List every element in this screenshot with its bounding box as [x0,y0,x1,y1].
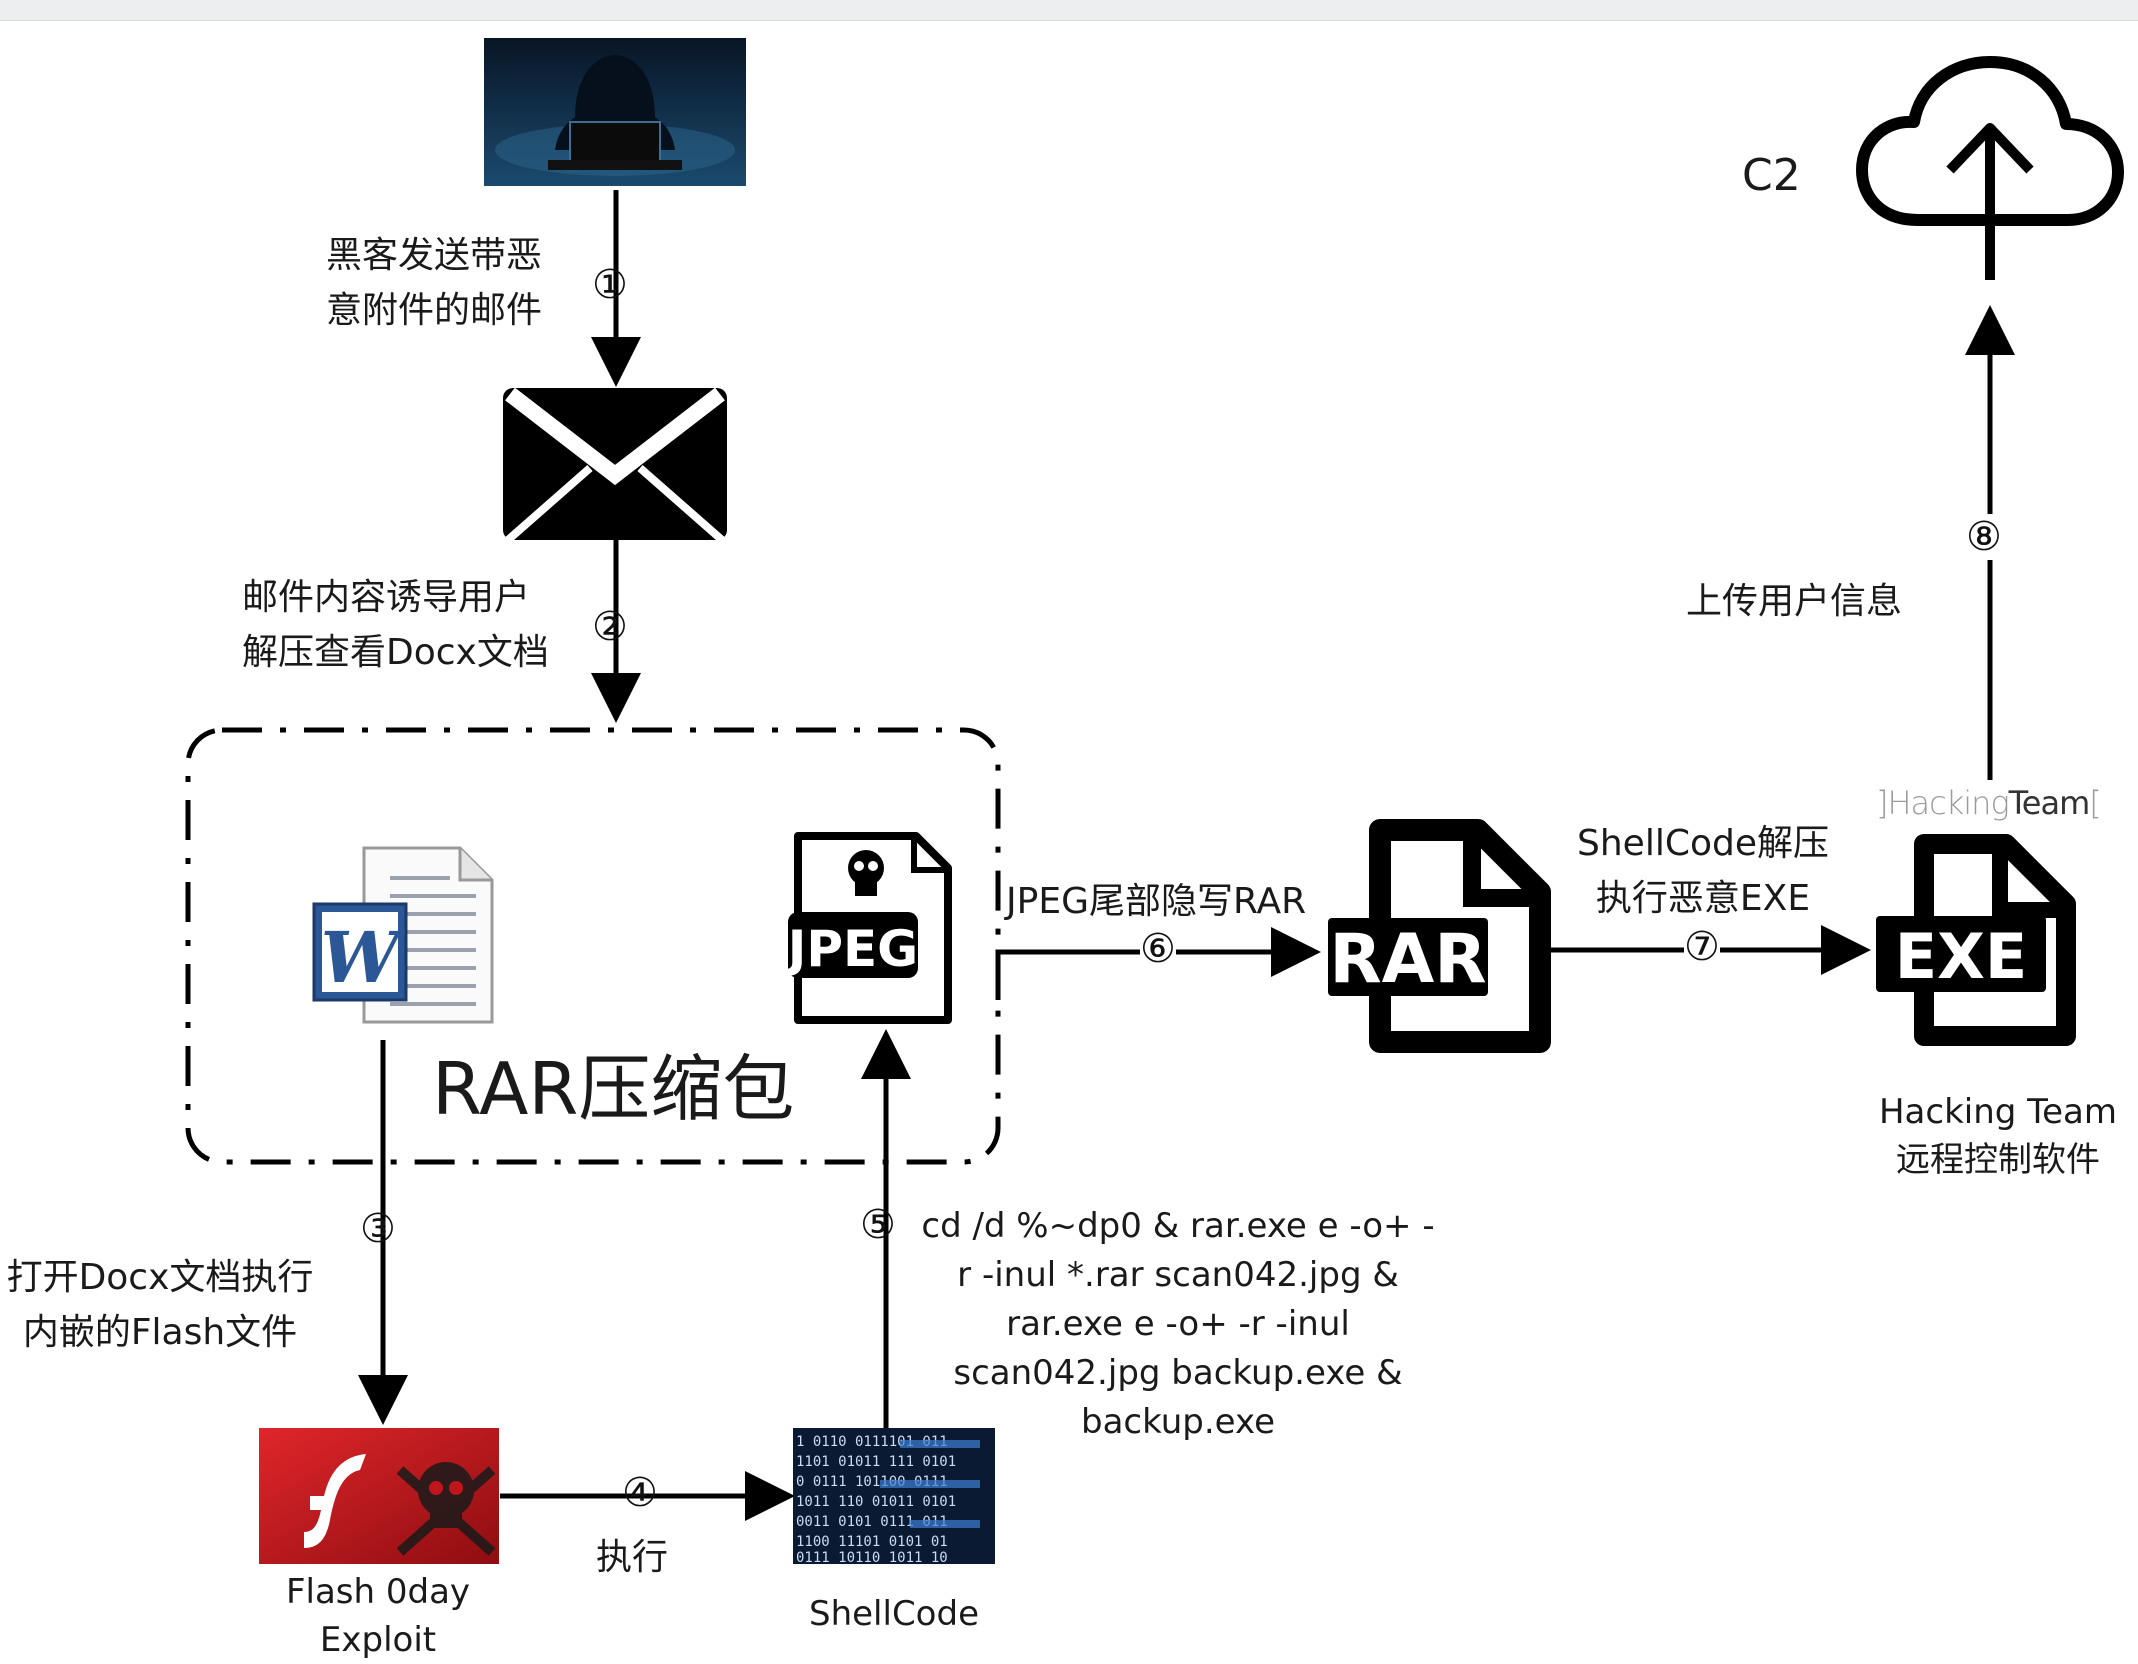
rar-package-box [185,727,1001,1165]
execute-label: 执行 [596,1537,669,1578]
step-8-marker: ⑧ [1966,514,2002,560]
step-4-marker: ④ [622,1470,658,1516]
hacking-team-logo: ]HackingTeam[ [1876,784,2102,822]
command-line-5: backup.exe [1080,1402,1275,1442]
svg-text:JPEG: JPEG [785,920,918,978]
svg-text:1011 110 01011 0101: 1011 110 01011 0101 [796,1494,956,1510]
svg-text:W: W [321,916,406,999]
hacking-team-logo-bracket-left: ] [1876,784,1889,822]
email-lure-label-line1: 邮件内容诱导用户 [242,577,531,618]
open-docx-label-line1: 打开Docx文档执行 [6,1257,314,1298]
svg-text:RAR: RAR [1329,920,1486,999]
step-5-marker: ⑤ [860,1202,896,1248]
flash-exploit-icon [259,1428,499,1564]
command-line-2: r -inul *.rar scan042.jpg & [957,1255,1399,1295]
hacker-send-label-line2: 意附件的邮件 [325,290,542,331]
upload-info-label: 上传用户信息 [1686,581,1903,622]
word-document-icon: W [312,846,494,1024]
svg-text:0111 10110 1011 10: 0111 10110 1011 10 [796,1550,948,1566]
arrow-6 [995,927,1321,1000]
shellcode-caption: ShellCode [809,1594,979,1634]
command-line-1: cd /d %~dp0 & rar.exe e -o+ - [921,1206,1435,1246]
hacker-send-label: 黑客发送带恶 意附件的邮件 [308,228,560,338]
shellcode-extract-label-line2: 执行恶意EXE [1595,878,1811,919]
shellcode-extract-label-line1: ShellCode解压 [1577,823,1829,864]
email-lure-label: 邮件内容诱导用户 解压查看Docx文档 [242,570,549,680]
step-6-marker: ⑥ [1140,926,1176,972]
rar-file-icon: RAR [1328,819,1551,1053]
step-7-marker: ⑦ [1684,924,1720,970]
hacking-team-logo-hacking: Hacking [1887,784,2009,822]
hacker-send-label-line1: 黑客发送带恶 [325,235,542,276]
command-line-4: scan042.jpg backup.exe & [953,1353,1403,1393]
step-3-marker: ③ [360,1206,396,1252]
flash-exploit-caption-line2: Exploit [319,1620,437,1660]
cloud-upload-icon [1856,56,2124,280]
shellcode-extract-label: ShellCode解压 执行恶意EXE [1568,816,1838,926]
hacker-image [484,38,746,186]
open-docx-label: 打开Docx文档执行 内嵌的Flash文件 [0,1250,320,1360]
hacking-team-caption-line1: Hacking Team [1878,1092,2118,1132]
envelope-icon [503,387,727,544]
step-2-marker: ② [592,604,628,650]
hacking-team-logo-team: Team [2008,784,2091,822]
step-1-marker: ① [592,262,628,308]
open-docx-label-line2: 内嵌的Flash文件 [22,1312,298,1353]
command-line-3: rar.exe e -o+ -r -inul [1006,1304,1350,1344]
svg-text:1101 01011 111 0101: 1101 01011 111 0101 [796,1454,956,1470]
jpeg-file-icon: JPEG [785,832,952,1024]
hacking-team-caption-line2: 远程控制软件 [1896,1140,2100,1180]
email-lure-label-line2: 解压查看Docx文档 [242,632,549,673]
hacking-team-logo-bracket-right: [ [2089,784,2102,822]
c2-label: C2 [1742,150,1801,201]
exe-file-icon: EXE [1876,834,2076,1046]
jpeg-steg-label: JPEG尾部隐写RAR [1006,881,1307,922]
command-text: cd /d %~dp0 & rar.exe e -o+ - r -inul *.… [918,1202,1438,1447]
svg-text:0011 0101 0111 011: 0011 0101 0111 011 [796,1514,948,1530]
hacking-team-caption: Hacking Team 远程控制软件 [1868,1088,2128,1184]
package-title: RAR压缩包 [432,1047,795,1131]
flash-exploit-caption-line1: Flash 0day [285,1572,471,1612]
shellcode-icon: 1 0110 0111101 011 1101 01011 111 0101 0… [793,1428,995,1566]
svg-text:1100 11101 0101 01: 1100 11101 0101 01 [796,1534,948,1550]
window-top-strip [0,0,2138,21]
flash-exploit-caption: Flash 0day Exploit [258,1568,498,1664]
svg-text:EXE: EXE [1895,920,2028,993]
